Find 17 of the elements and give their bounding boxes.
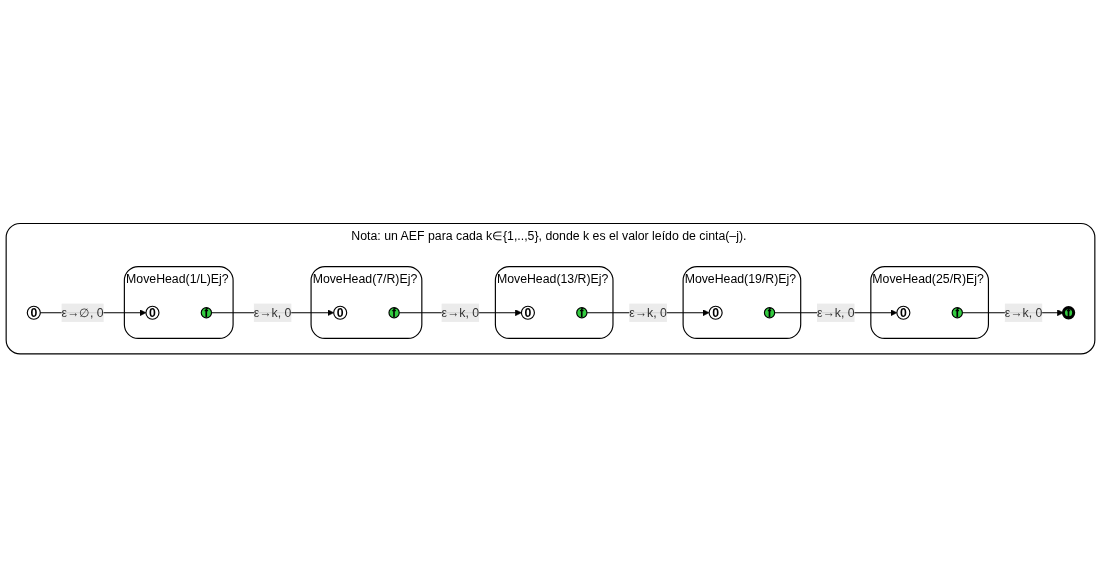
node-circle: 0 [708,305,723,320]
node-circle: 0 [333,305,348,320]
node-circle: 0 [896,305,911,320]
edge-label: ε→∅, 0 [61,305,104,319]
edge-label: ε→k, 0 [816,305,855,319]
edge-label: ε→k, 0 [441,305,480,319]
node-circle: f [200,306,213,318]
node-circle: f [951,306,963,318]
node-circle: 0 [145,305,160,320]
node-circle: 0 [26,305,41,320]
node-circle: f [763,306,776,318]
node-circle: f [388,306,400,318]
edge-label: ε→k, 0 [253,305,292,319]
node-circle: f [576,306,588,318]
edge-label: ε→k, 0 [629,305,667,319]
edge-label: ε→k, 0 [1004,305,1043,319]
node-circle: 0 [520,305,535,320]
